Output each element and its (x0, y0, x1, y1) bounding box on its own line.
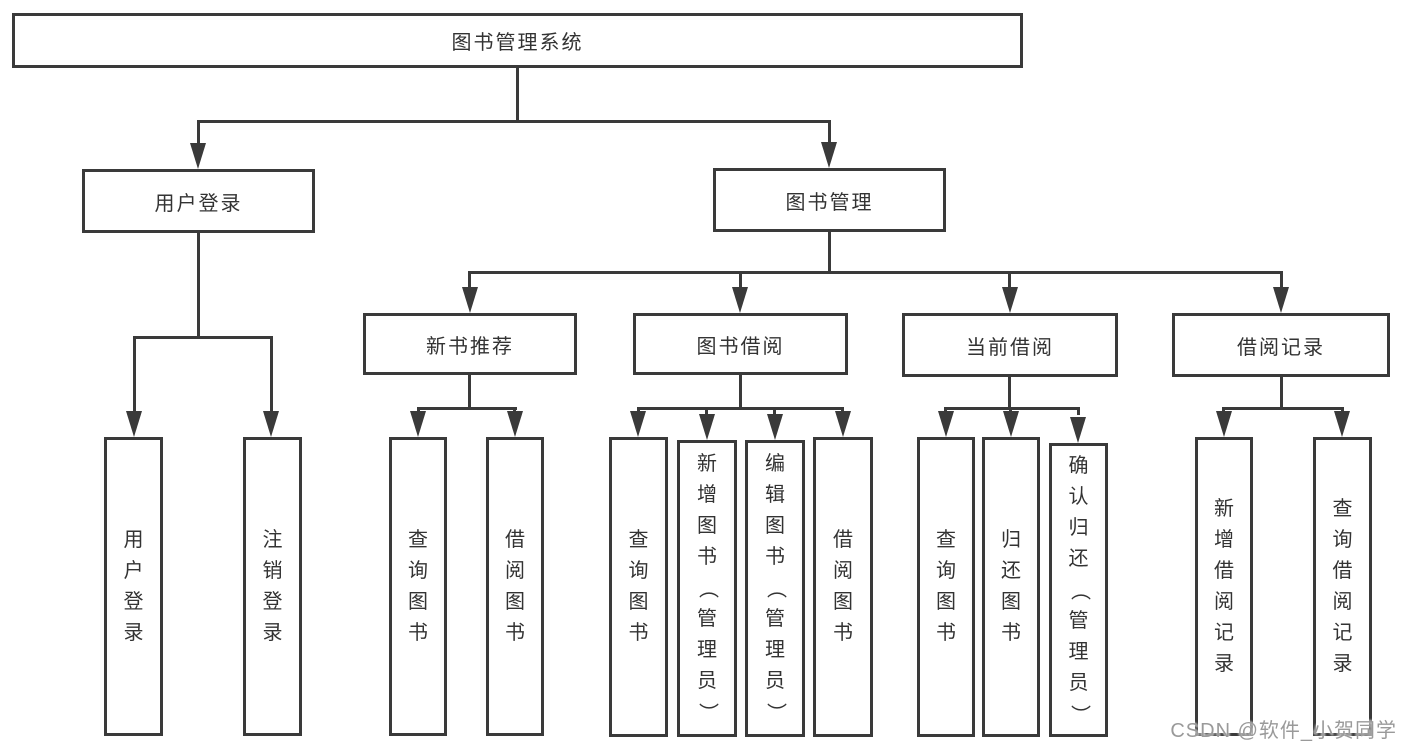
connector-bb-horizontal (637, 407, 843, 410)
leaf-bb-edit-book-admin-label: 编辑图书（管理员） (764, 453, 787, 723)
arrowhead-bb-leaf2 (699, 414, 715, 440)
arrowhead-new-book-recommend (462, 287, 478, 313)
arrowhead-leaf-logout (263, 411, 279, 437)
connector-cb-leaf3-stem (1077, 407, 1080, 415)
node-new-book-recommend: 新书推荐 (363, 313, 577, 375)
arrowhead-user-login (190, 143, 206, 169)
node-borrow-record: 借阅记录 (1172, 313, 1390, 377)
connector-new-book-stem (468, 271, 471, 290)
connector-bb-down (739, 375, 742, 409)
arrowhead-book-management (821, 142, 837, 168)
leaf-bb-query-book-label: 查询图书 (628, 529, 649, 644)
leaf-cb-return-book-label: 归还图书 (1001, 529, 1021, 644)
arrowhead-leaf-user-login (126, 411, 142, 437)
leaf-bb-borrow-book: 借阅图书 (813, 437, 873, 737)
leaf-user-login-label: 用户登录 (123, 528, 144, 644)
connector-book-borrow-stem (739, 271, 742, 290)
node-current-borrow-label: 当前借阅 (966, 336, 1054, 359)
arrowhead-book-borrow (732, 287, 748, 313)
node-current-borrow: 当前借阅 (902, 313, 1118, 377)
node-book-management: 图书管理 (713, 168, 946, 232)
connector-book-management-down (828, 232, 831, 273)
leaf-bb-borrow-book-label: 借阅图书 (833, 529, 853, 644)
connector-root-horizontal (197, 120, 831, 123)
leaf-nbr-borrow-book-label: 借阅图书 (505, 528, 525, 644)
leaf-logout-label: 注销登录 (262, 528, 283, 644)
connector-root-stem (516, 68, 519, 123)
leaf-nbr-borrow-book: 借阅图书 (486, 437, 544, 736)
leaf-bb-query-book: 查询图书 (609, 437, 668, 737)
connector-br-horizontal (1222, 407, 1344, 410)
node-borrow-record-label: 借阅记录 (1237, 336, 1325, 359)
connector-borrow-record-stem (1280, 271, 1283, 290)
leaf-cb-query-book-label: 查询图书 (936, 529, 956, 644)
leaf-nbr-query-book: 查询图书 (389, 437, 447, 736)
leaf-cb-return-book: 归还图书 (982, 437, 1040, 737)
connector-cb-horizontal (944, 407, 1080, 410)
connector-book-management-stem (828, 120, 831, 146)
leaf-cb-confirm-return-admin-label: 确认归还（管理员） (1068, 454, 1090, 725)
connector-bb-leaf3-stem (773, 407, 776, 415)
connector-br-down (1280, 377, 1283, 409)
connector-nbr-horizontal (417, 407, 517, 410)
connector-user-login-horizontal (133, 336, 273, 339)
connector-leaf-user-login-stem (133, 336, 136, 414)
node-book-borrow: 图书借阅 (633, 313, 848, 375)
arrowhead-bb-leaf3 (767, 414, 783, 440)
connector-leaf-logout-stem (270, 336, 273, 414)
arrowhead-current-borrow (1002, 287, 1018, 313)
leaf-bb-add-book-admin-label: 新增图书（管理员） (696, 453, 719, 723)
arrowhead-borrow-record (1273, 287, 1289, 313)
leaf-br-query-record-label: 查询借阅记录 (1332, 497, 1353, 675)
leaf-br-query-record: 查询借阅记录 (1313, 437, 1372, 736)
arrowhead-bb-leaf1 (630, 411, 646, 437)
arrowhead-nbr-leaf2 (507, 411, 523, 437)
node-book-management-label: 图书管理 (785, 191, 874, 214)
leaf-br-add-record: 新增借阅记录 (1195, 437, 1253, 736)
node-root-label: 图书管理系统 (451, 32, 584, 54)
node-user-login-label: 用户登录 (154, 192, 243, 215)
leaf-cb-confirm-return-admin: 确认归还（管理员） (1049, 443, 1108, 737)
arrowhead-cb-leaf2 (1003, 411, 1019, 437)
leaf-br-add-record-label: 新增借阅记录 (1214, 497, 1234, 675)
leaf-bb-add-book-admin: 新增图书（管理员） (677, 440, 737, 737)
csdn-watermark: CSDN @软件_小贺同学 (1170, 720, 1397, 742)
connector-user-login-down (197, 233, 200, 336)
connector-book-management-horizontal (468, 271, 1282, 274)
arrowhead-bb-leaf4 (835, 411, 851, 437)
leaf-cb-query-book: 查询图书 (917, 437, 975, 737)
arrowhead-nbr-leaf1 (410, 411, 426, 437)
node-new-book-recommend-label: 新书推荐 (426, 335, 514, 358)
arrowhead-cb-leaf3 (1070, 417, 1086, 443)
leaf-nbr-query-book-label: 查询图书 (408, 528, 428, 644)
connector-cb-down (1008, 377, 1011, 409)
arrowhead-br-leaf1 (1216, 411, 1232, 437)
arrowhead-br-leaf2 (1334, 411, 1350, 437)
connector-bb-leaf2-stem (705, 407, 708, 415)
leaf-logout: 注销登录 (243, 437, 302, 736)
connector-user-login-stem (197, 120, 200, 146)
connector-nbr-down (468, 375, 471, 409)
node-user-login: 用户登录 (82, 169, 315, 233)
node-root: 图书管理系统 (12, 13, 1023, 68)
connector-current-borrow-stem (1008, 271, 1011, 290)
node-book-borrow-label: 图书借阅 (696, 335, 785, 358)
leaf-user-login: 用户登录 (104, 437, 163, 736)
arrowhead-cb-leaf1 (938, 411, 954, 437)
leaf-bb-edit-book-admin: 编辑图书（管理员） (745, 440, 805, 737)
